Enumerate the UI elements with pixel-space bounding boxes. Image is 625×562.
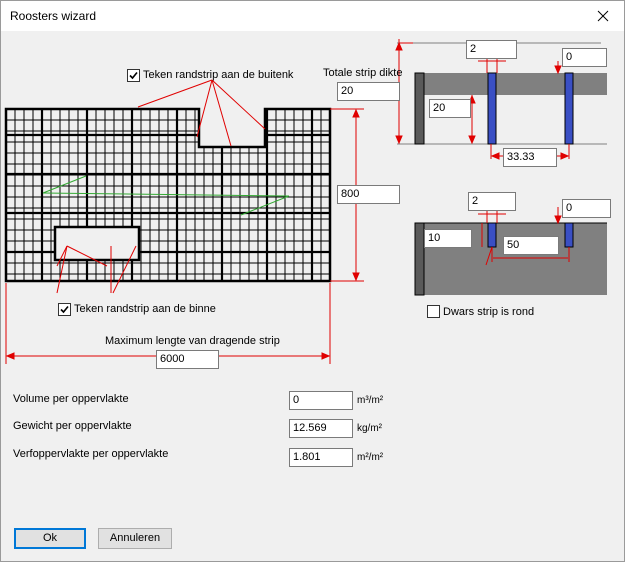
cross-offset-field[interactable]: 0 <box>562 199 611 218</box>
cancel-button[interactable]: Annuleren <box>98 528 172 549</box>
bearing-offset-field[interactable]: 0 <box>562 48 607 67</box>
bearing-height-field[interactable]: 20 <box>429 99 471 118</box>
bearing-thickness-field[interactable]: 2 <box>466 40 517 59</box>
check-icon <box>129 71 138 80</box>
check-icon <box>60 305 69 314</box>
bearing-strip-section <box>395 39 607 160</box>
round-cross-strip-checkbox[interactable] <box>427 305 440 318</box>
grating-grid <box>4 107 332 283</box>
round-cross-strip-label: Dwars strip is rond <box>443 306 535 318</box>
ok-button[interactable]: Ok <box>14 528 86 549</box>
cross-thickness-field[interactable]: 2 <box>468 192 516 211</box>
weight-label: Gewicht per oppervlakte <box>13 420 132 432</box>
volume-label: Volume per oppervlakte <box>13 393 129 405</box>
outer-edge-strip-checkbox[interactable] <box>127 69 140 82</box>
grating-drawing <box>4 39 607 364</box>
diagonal-line <box>240 195 290 216</box>
grating-length-field[interactable]: 6000 <box>156 350 219 369</box>
title-bar: Roosters wizard <box>1 1 624 31</box>
grating-outline <box>4 107 332 283</box>
paint-area-field[interactable]: 1.801 <box>289 448 353 467</box>
diagonal-line <box>42 192 290 197</box>
inner-hole-outline <box>53 225 141 262</box>
outer-edge-strip-label: Teken randstrip aan de buitenk <box>143 69 294 81</box>
inner-hole <box>55 227 139 260</box>
close-icon <box>597 10 609 22</box>
volume-field[interactable]: 0 <box>289 391 353 410</box>
grating-height-field[interactable]: 800 <box>337 185 400 204</box>
inner-edge-strip-checkbox[interactable] <box>58 303 71 316</box>
total-thickness-field[interactable]: 20 <box>337 82 400 101</box>
cross-strip-section <box>414 207 607 296</box>
cross-pitch-field[interactable]: 50 <box>503 236 559 255</box>
edge-leaders <box>56 79 266 294</box>
max-length-label: Maximum lengte van dragende strip <box>105 335 280 347</box>
top-notch <box>199 109 265 147</box>
paint-area-unit: m²/m² <box>357 452 384 463</box>
bearing-pitch-field[interactable]: 33.33 <box>503 148 557 167</box>
weight-unit: kg/m² <box>357 423 382 434</box>
weight-field[interactable]: 12.569 <box>289 419 353 438</box>
close-button[interactable] <box>582 1 624 31</box>
paint-area-label: Verfoppervlakte per oppervlakte <box>13 448 169 460</box>
cross-height-field[interactable]: 10 <box>424 229 472 248</box>
total-thickness-label: Totale strip dikte <box>323 67 403 79</box>
volume-unit: m³/m² <box>357 395 384 406</box>
diagonal-line <box>42 175 87 194</box>
inner-edge-strip-label: Teken randstrip aan de binne <box>74 303 216 315</box>
window-title: Roosters wizard <box>10 9 97 23</box>
